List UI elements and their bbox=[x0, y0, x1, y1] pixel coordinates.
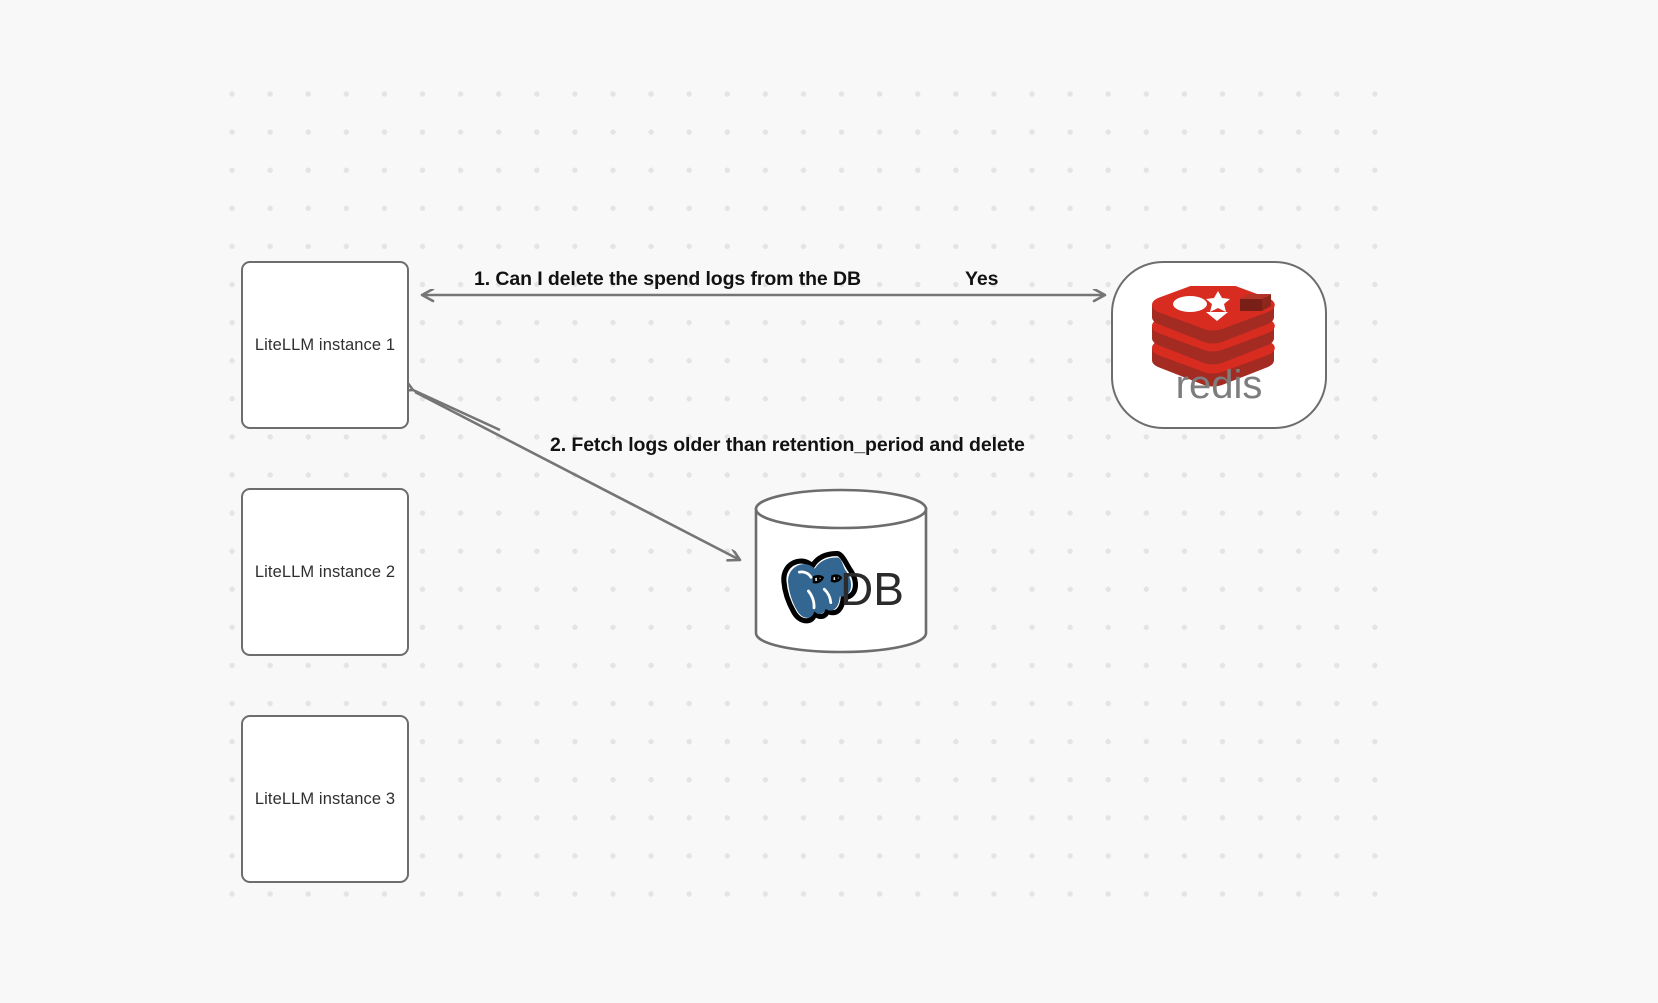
cylinder-top bbox=[754, 488, 928, 530]
postgresql-elephant-icon bbox=[781, 551, 858, 624]
redis-logo: redis bbox=[1152, 286, 1275, 404]
edge-label-1: 1. Can I delete the spend logs from the … bbox=[474, 268, 861, 290]
redis-stack-icon bbox=[1152, 286, 1275, 387]
node-redis[interactable]: redis bbox=[1111, 261, 1327, 429]
node-postgres-db[interactable]: DB bbox=[752, 487, 930, 655]
node-litellm-instance-1[interactable]: LiteLLM instance 1 bbox=[241, 261, 409, 429]
db-label: DB bbox=[840, 563, 904, 615]
node-label: LiteLLM instance 2 bbox=[254, 562, 396, 581]
node-litellm-instance-3[interactable]: LiteLLM instance 3 bbox=[241, 715, 409, 883]
redis-wordmark: redis bbox=[1176, 363, 1263, 404]
edge-label-2: 2. Fetch logs older than retention_perio… bbox=[550, 434, 1025, 456]
edge-litellm1-to-db bbox=[414, 390, 740, 560]
edge-litellm1-to-db-up bbox=[413, 390, 501, 432]
node-litellm-instance-2[interactable]: LiteLLM instance 2 bbox=[241, 488, 409, 656]
node-label: LiteLLM instance 1 bbox=[254, 335, 396, 354]
edge-label-1-reply: Yes bbox=[965, 268, 999, 290]
node-label: LiteLLM instance 3 bbox=[254, 789, 396, 808]
